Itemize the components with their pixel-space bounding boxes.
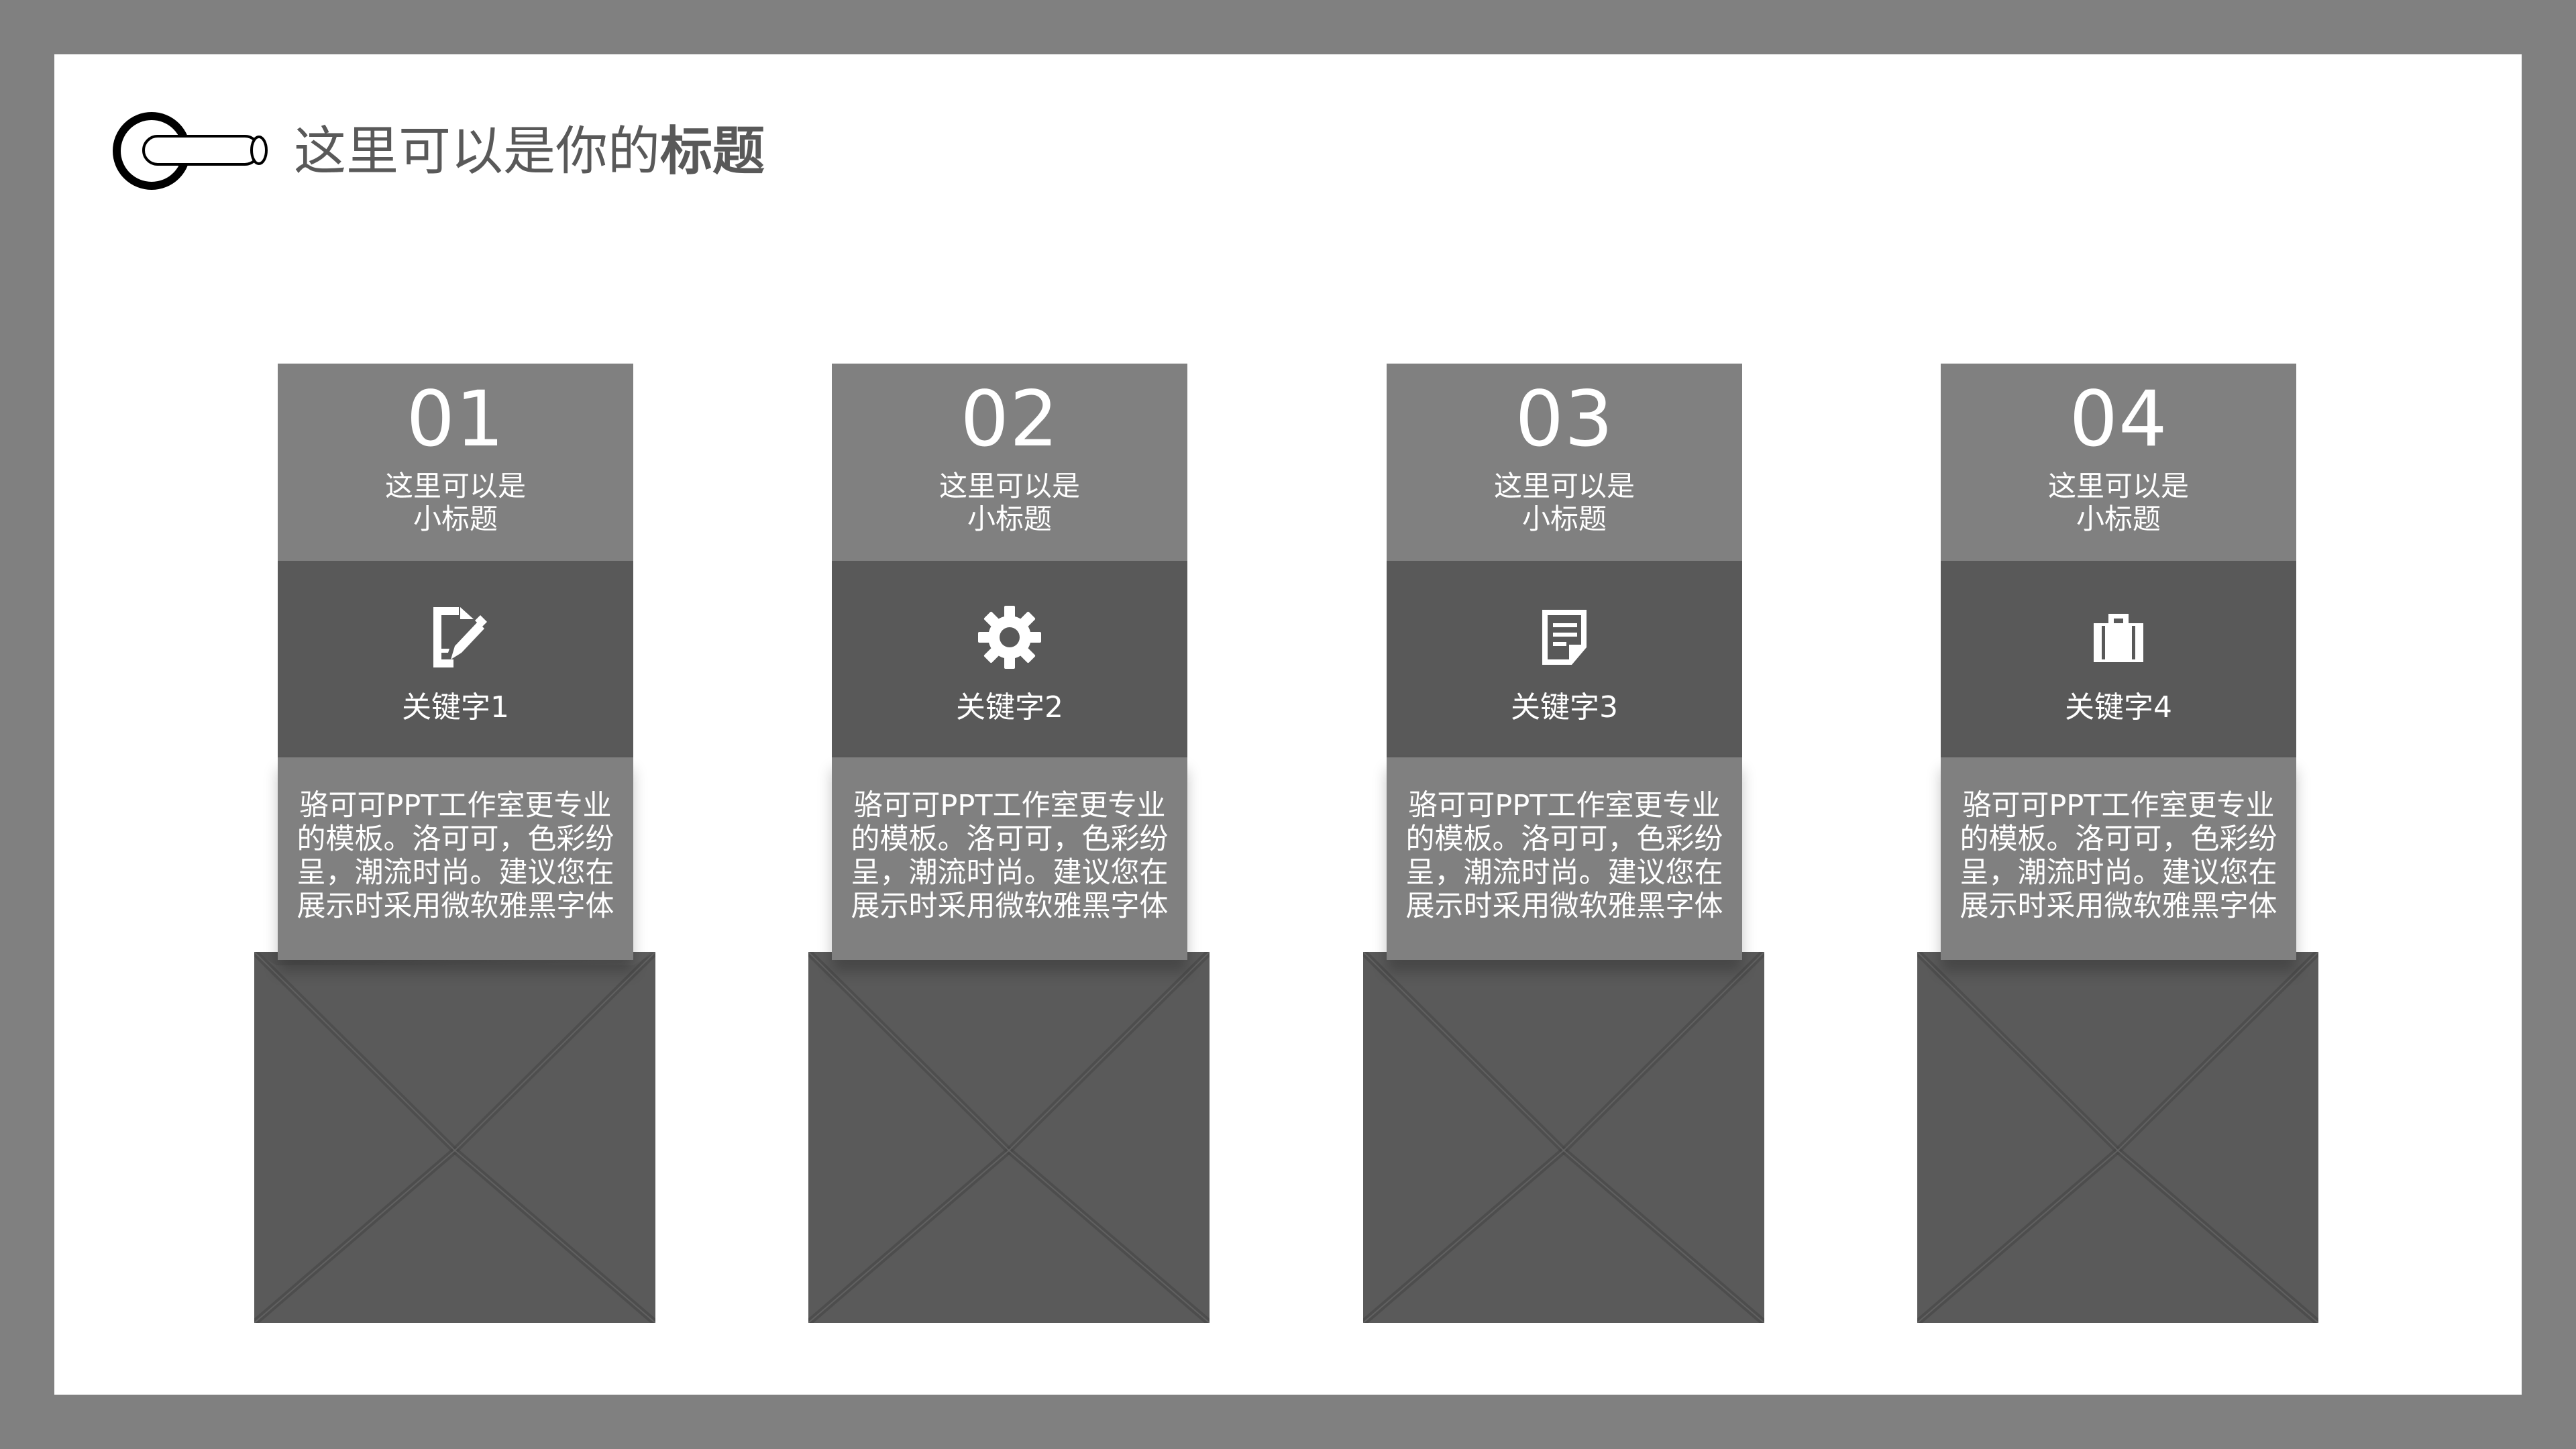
envelope-base [808, 952, 1210, 1323]
card-description-block: 骆可可PPT工作室更专业的模板。洛可可，色彩纷呈，潮流时尚。建议您在展示时采用微… [1387, 757, 1742, 960]
card-keyword: 关键字4 [2065, 690, 2172, 724]
feature-card-3: 03 这里可以是 小标题 关键字3 骆可可PPT工作室更专业的模板。洛可可，色彩… [1363, 309, 1764, 1323]
card-number: 04 [2069, 374, 2168, 464]
card-number: 01 [406, 374, 505, 464]
card-keyword-block: 关键字2 [832, 561, 1187, 757]
slide-title-group: 这里可以是你的标题 [110, 109, 765, 193]
card-description: 骆可可PPT工作室更专业的模板。洛可可，色彩纷呈，潮流时尚。建议您在展示时采用微… [1405, 789, 1723, 923]
card-header: 01 这里可以是 小标题 [278, 364, 633, 561]
briefcase-icon [2082, 600, 2155, 674]
card-header: 02 这里可以是 小标题 [832, 364, 1187, 561]
card-keyword-block: 关键字1 [278, 561, 633, 757]
card-description-block: 骆可可PPT工作室更专业的模板。洛可可，色彩纷呈，潮流时尚。建议您在展示时采用微… [278, 757, 633, 960]
card-keyword-block: 关键字4 [1941, 561, 2296, 757]
card-description-block: 骆可可PPT工作室更专业的模板。洛可可，色彩纷呈，潮流时尚。建议您在展示时采用微… [1941, 757, 2296, 960]
envelope-base [254, 952, 655, 1323]
feature-card-2: 02 这里可以是 小标题 [808, 309, 1210, 1323]
card-number: 02 [960, 374, 1059, 464]
page-title-regular: 这里可以是你的 [294, 121, 661, 182]
envelope-base [1363, 952, 1764, 1323]
card-description: 骆可可PPT工作室更专业的模板。洛可可，色彩纷呈，潮流时尚。建议您在展示时采用微… [851, 789, 1169, 923]
feature-card-4: 04 这里可以是 小标题 关键字4 骆可可PPT工作室更专业的模板。 [1917, 309, 2318, 1323]
envelope-base [1917, 952, 2318, 1323]
card-header: 04 这里可以是 小标题 [1941, 364, 2296, 561]
card-keyword: 关键字1 [402, 690, 509, 724]
page-title-bold: 标题 [660, 121, 765, 182]
feature-card-1: 01 这里可以是 小标题 关键字1 骆可可PPT工作室更专业的模板。洛可可，色彩… [254, 309, 655, 1323]
card-description: 骆可可PPT工作室更专业的模板。洛可可，色彩纷呈，潮流时尚。建议您在展示时采用微… [297, 789, 614, 923]
card-keyword: 关键字2 [956, 690, 1063, 724]
card-header: 03 这里可以是 小标题 [1387, 364, 1742, 561]
card-subtitle: 这里可以是 小标题 [384, 470, 526, 536]
circle-tube-icon [110, 109, 271, 193]
document-icon [1527, 600, 1601, 674]
card-number: 03 [1515, 374, 1614, 464]
gear-icon [973, 600, 1046, 674]
card-description-block: 骆可可PPT工作室更专业的模板。洛可可，色彩纷呈，潮流时尚。建议您在展示时采用微… [832, 757, 1187, 960]
card-keyword: 关键字3 [1511, 690, 1618, 724]
slide: 这里可以是你的标题 01 这里可以是 小标题 [54, 54, 2522, 1395]
card-subtitle: 这里可以是 小标题 [938, 470, 1080, 536]
card-keyword-block: 关键字3 [1387, 561, 1742, 757]
card-description: 骆可可PPT工作室更专业的模板。洛可可，色彩纷呈，潮流时尚。建议您在展示时采用微… [1960, 789, 2277, 923]
card-subtitle: 这里可以是 小标题 [1493, 470, 1635, 536]
card-subtitle: 这里可以是 小标题 [2047, 470, 2189, 536]
page-title: 这里可以是你的标题 [294, 125, 765, 178]
edit-document-icon [419, 600, 492, 674]
